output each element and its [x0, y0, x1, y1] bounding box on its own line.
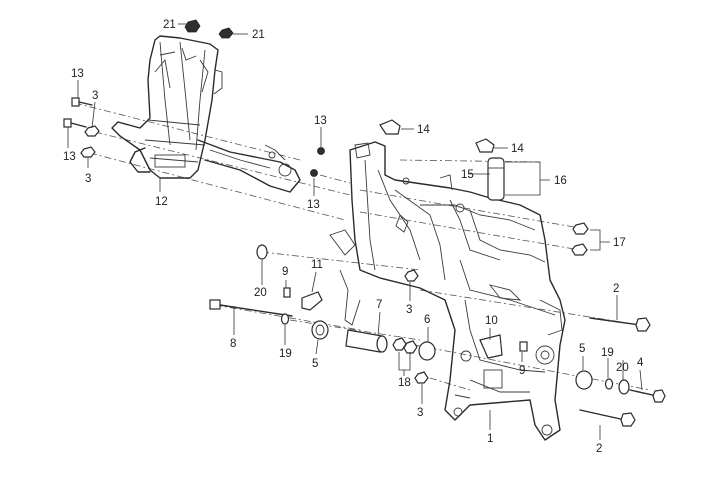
part-10-bracket: [460, 334, 503, 362]
callout-9-left: 9: [282, 266, 288, 278]
part-3-nut-bottom: [414, 371, 429, 384]
part-11-bracket: [301, 291, 323, 311]
callout-3-lower-left: 3: [85, 173, 91, 185]
callout-14-left: 14: [417, 124, 430, 136]
part-9-bolt-left: [283, 287, 291, 298]
part-19-washer-left: [280, 313, 290, 325]
callout-7: 7: [376, 299, 382, 311]
callout-9-right: 9: [519, 365, 525, 377]
callout-3-bottom: 3: [417, 407, 423, 419]
part-13-nut-bottom: [310, 169, 318, 177]
callout-13-center-bottom: 13: [307, 199, 320, 211]
main-frame: [329, 141, 566, 441]
part-5-bushing-right: [575, 370, 593, 390]
part-17-bolt-lower: [571, 243, 588, 256]
part-13-bolt-upper: [71, 97, 93, 107]
callout-labels: 21 21 13 3 13 3 12 13 13 14 14 15 16 17 …: [63, 19, 644, 455]
part-2-bolt-upper: [589, 317, 651, 332]
part-8-long-bolt: [209, 299, 293, 317]
part-21-nut-left: [184, 19, 201, 33]
callout-18: 18: [398, 377, 411, 389]
callout-3-upper-left: 3: [92, 90, 98, 102]
callout-10: 10: [485, 315, 498, 327]
callout-15: 15: [461, 169, 474, 181]
part-13-nut-top: [317, 147, 325, 155]
part-15-16-tube: [487, 157, 505, 201]
part-3-nut-upper: [84, 125, 100, 137]
part-7-spacer: [345, 329, 388, 353]
part-4-bolt: [629, 389, 666, 403]
callout-12: 12: [155, 196, 168, 208]
callout-19-right: 19: [601, 347, 614, 359]
part-21-nut-right: [218, 27, 234, 39]
part-5-bushing-left: [311, 320, 329, 340]
callout-3-center: 3: [406, 304, 412, 316]
callout-8: 8: [230, 338, 236, 350]
part-18-nut-a: [392, 337, 407, 351]
callout-19-left: 19: [279, 348, 292, 360]
part-3-nut-lower: [80, 146, 96, 158]
callout-14-right: 14: [511, 143, 524, 155]
leader-lines: [67, 23, 643, 440]
fastener-parts: [63, 19, 666, 427]
rear-subframe: [111, 35, 301, 193]
callout-21-left: 21: [163, 19, 176, 31]
callout-4: 4: [637, 357, 644, 369]
callout-5-left: 5: [312, 358, 318, 370]
part-3-nut-center: [404, 269, 419, 282]
callout-5-right: 5: [579, 343, 585, 355]
part-14-cap-right: [475, 138, 495, 153]
callout-13-upper-left: 13: [71, 68, 84, 80]
callout-13-lower-left: 13: [63, 151, 76, 163]
callout-17: 17: [613, 237, 626, 249]
callout-1: 1: [487, 433, 493, 445]
callout-2-lower: 2: [596, 443, 602, 455]
callout-20-right: 20: [616, 362, 629, 374]
part-9-bolt-right: [519, 341, 528, 352]
part-6-bushing: [418, 341, 436, 361]
callout-6: 6: [424, 314, 430, 326]
callout-16: 16: [554, 175, 567, 187]
part-14-cap-left: [379, 119, 401, 135]
part-13-bolt-lower: [63, 118, 87, 128]
callout-2-upper: 2: [613, 283, 619, 295]
callout-11: 11: [311, 259, 323, 271]
callout-20-left: 20: [254, 287, 267, 299]
part-2-bolt-lower: [579, 409, 636, 427]
callout-21-right: 21: [252, 29, 265, 41]
callout-13-center-top: 13: [314, 115, 327, 127]
part-19-washer-right: [604, 378, 614, 390]
part-20-spacer-left: [256, 244, 268, 260]
part-17-bolt-upper: [572, 222, 589, 235]
part-18-nut-b: [403, 340, 418, 354]
part-20-spacer-right: [618, 379, 630, 395]
